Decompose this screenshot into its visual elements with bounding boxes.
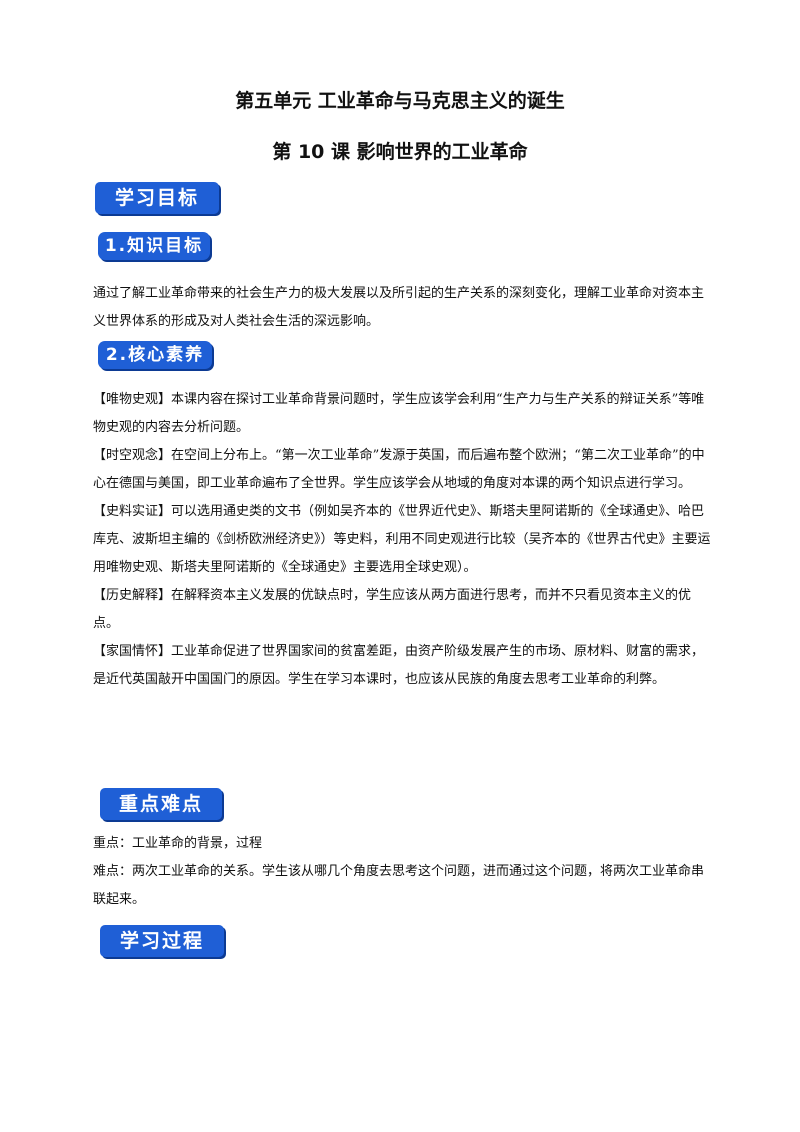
- literacy-text: 本课内容在探讨工业革命背景问题时，学生应该学会利用“生产力与生产关系的辩证关系”…: [93, 392, 705, 435]
- literacy-text: 在空间上分布上。“第一次工业革命”发源于英国，而后遍布整个欧洲；“第二次工业革命…: [93, 448, 705, 491]
- literacy-item-materialism: 【唯物史观】本课内容在探讨工业革命背景问题时，学生应该学会利用“生产力与生产关系…: [93, 386, 713, 442]
- literacy-item-interpretation: 【历史解释】在解释资本主义发展的优缺点时，学生应该从两方面进行思考，而并不只看见…: [93, 582, 713, 638]
- literacy-tag: 【史料实证】: [93, 504, 172, 519]
- core-literacy-badge: 2.核心素养: [98, 341, 212, 369]
- literacy-tag: 【时空观念】: [93, 448, 172, 463]
- literacy-item-patriotism: 【家国情怀】工业革命促进了世界国家间的贫富差距，由资产阶级发展产生的市场、原材料…: [93, 638, 713, 694]
- difficulty-text: 难点：两次工业革命的关系。学生该从哪几个角度去思考这个问题，进而通过这个问题，将…: [93, 864, 705, 907]
- key-points-badge: 重点难点: [100, 788, 222, 820]
- literacy-item-evidence: 【史料实证】可以选用通史类的文书（例如吴齐本的《世界近代史》、斯塔夫里阿诺斯的《…: [93, 498, 713, 582]
- lesson-title: 第 10 课 影响世界的工业革命: [272, 141, 528, 163]
- key-points-section: 重点：工业革命的背景，过程 难点：两次工业革命的关系。学生该从哪几个角度去思考这…: [93, 830, 713, 914]
- literacy-tag: 【家国情怀】: [93, 644, 172, 659]
- key-point-text: 重点：工业革命的背景，过程: [93, 836, 263, 851]
- literacy-tag: 【唯物史观】: [93, 392, 172, 407]
- unit-title: 第五单元 工业革命与马克思主义的诞生: [235, 90, 565, 112]
- learning-process-badge: 学习过程: [100, 925, 224, 957]
- literacy-text: 可以选用通史类的文书（例如吴齐本的《世界近代史》、斯塔夫里阿诺斯的《全球通史》、…: [93, 504, 711, 575]
- literacy-tag: 【历史解释】: [93, 588, 172, 603]
- literacy-section: 【唯物史观】本课内容在探讨工业革命背景问题时，学生应该学会利用“生产力与生产关系…: [93, 386, 713, 694]
- knowledge-goals-text: 通过了解工业革命带来的社会生产力的极大发展以及所引起的生产关系的深刻变化，理解工…: [93, 286, 705, 329]
- learning-goals-badge: 学习目标: [95, 182, 219, 214]
- literacy-text: 在解释资本主义发展的优缺点时，学生应该从两方面进行思考，而并不只看见资本主义的优…: [93, 588, 692, 631]
- literacy-text: 工业革命促进了世界国家间的贫富差距，由资产阶级发展产生的市场、原材料、财富的需求…: [93, 644, 705, 687]
- knowledge-goals-badge: 1.知识目标: [98, 232, 210, 260]
- literacy-item-spacetime: 【时空观念】在空间上分布上。“第一次工业革命”发源于英国，而后遍布整个欧洲；“第…: [93, 442, 713, 498]
